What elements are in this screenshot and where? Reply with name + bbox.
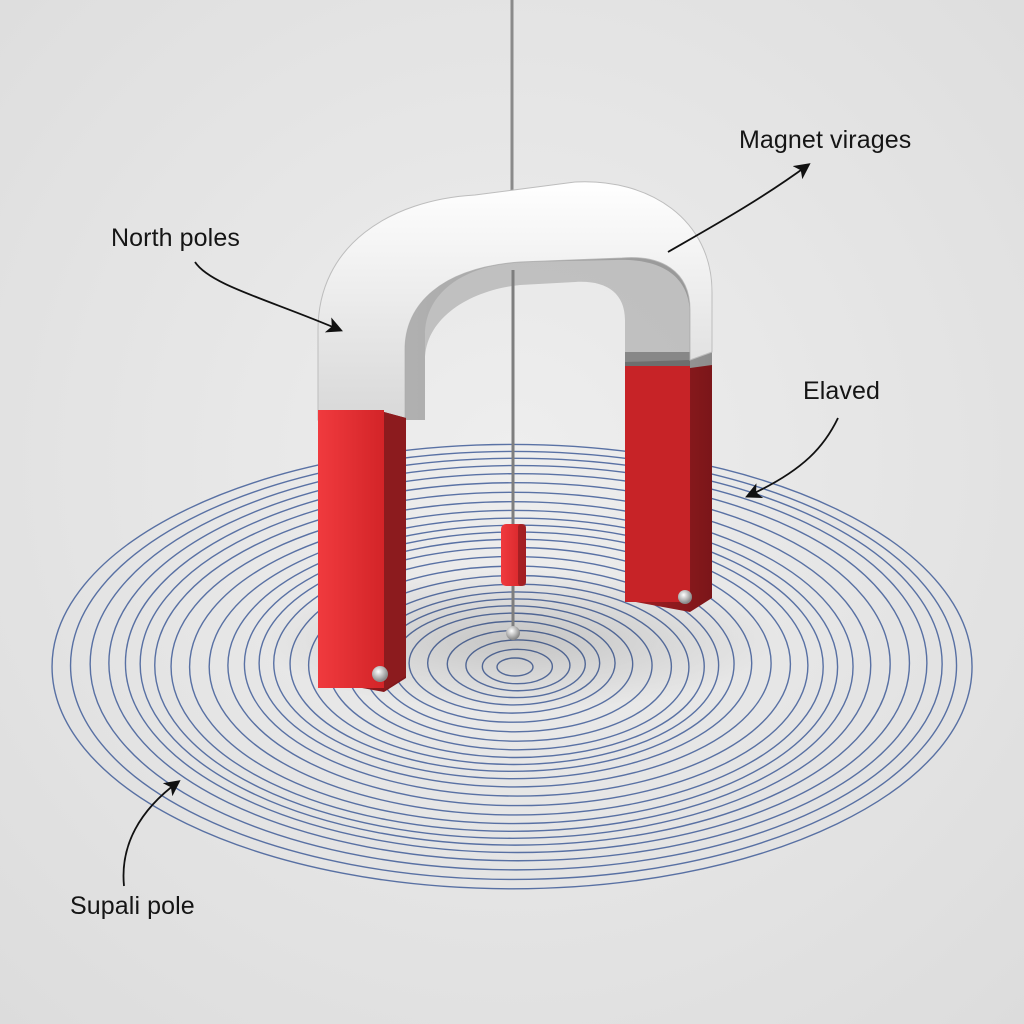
arrow-elaved xyxy=(745,417,839,498)
field-line xyxy=(124,472,911,854)
arrow-magnet xyxy=(667,163,811,253)
pendulum xyxy=(501,524,526,640)
left-leg xyxy=(318,410,406,692)
magnet-arch xyxy=(317,181,713,421)
label-north-poles: North poles xyxy=(111,224,240,252)
arrow-supali xyxy=(122,780,181,887)
field-line xyxy=(139,482,891,846)
arrow-north xyxy=(194,261,343,333)
field-line xyxy=(89,457,943,871)
callout-arrows xyxy=(122,163,839,887)
right-pole-screw xyxy=(678,590,692,604)
label-magnet-virages: Magnet virages xyxy=(739,126,912,154)
field-line xyxy=(108,464,928,862)
left-pole-screw xyxy=(372,666,388,682)
label-supali-pole: Supali pole xyxy=(70,892,195,920)
label-elaved: Elaved xyxy=(803,377,881,405)
field-line xyxy=(208,517,824,816)
